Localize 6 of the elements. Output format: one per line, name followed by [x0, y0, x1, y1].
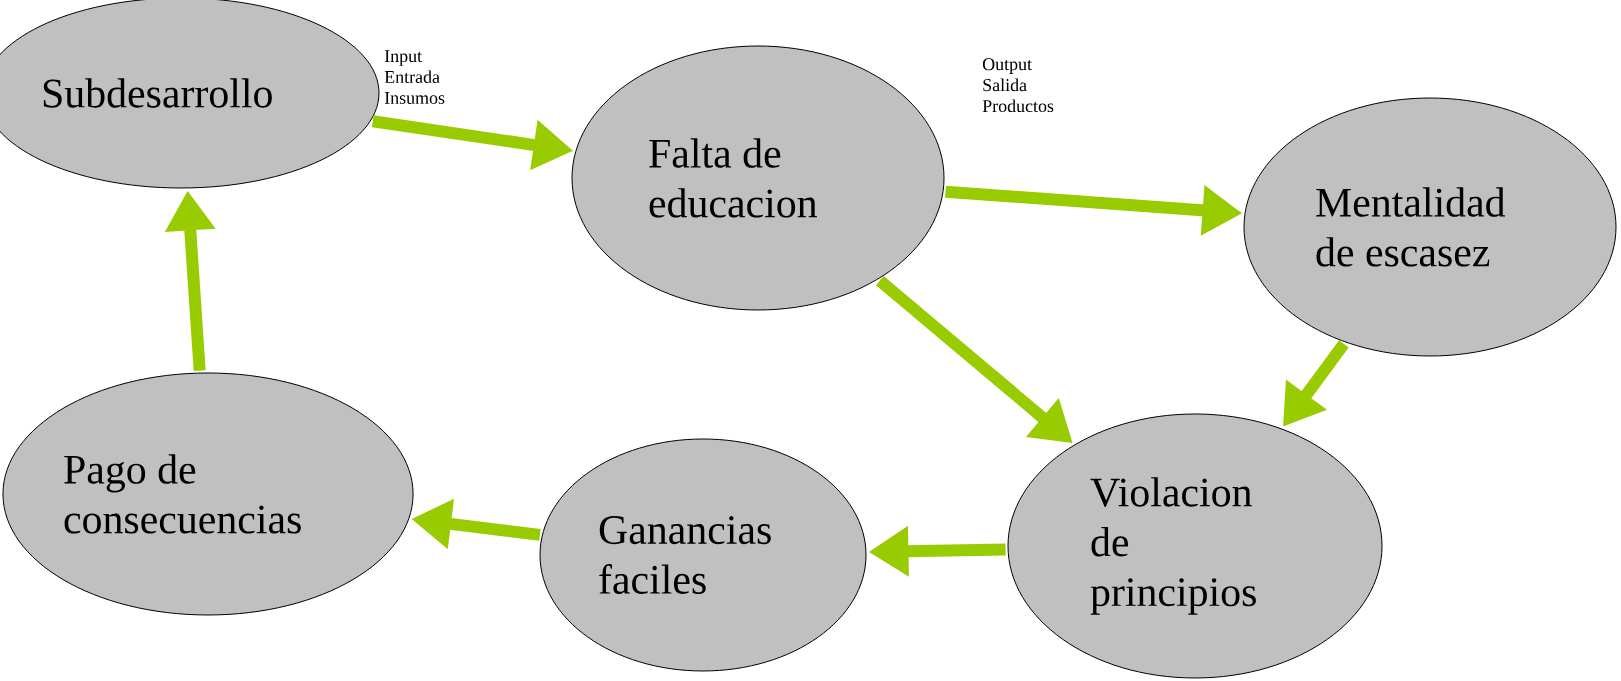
ellipse-node: Ganancias faciles — [539, 438, 867, 672]
ellipse-node: Mentalidad de escasez — [1243, 97, 1617, 357]
ellipse-node: Falta de educacion — [571, 45, 945, 311]
ellipse-node: Pago de consecuencias — [2, 372, 414, 616]
ellipse-node: Violacion de principios — [1007, 413, 1383, 679]
flow-label: Output Salida Productos — [982, 58, 1054, 113]
